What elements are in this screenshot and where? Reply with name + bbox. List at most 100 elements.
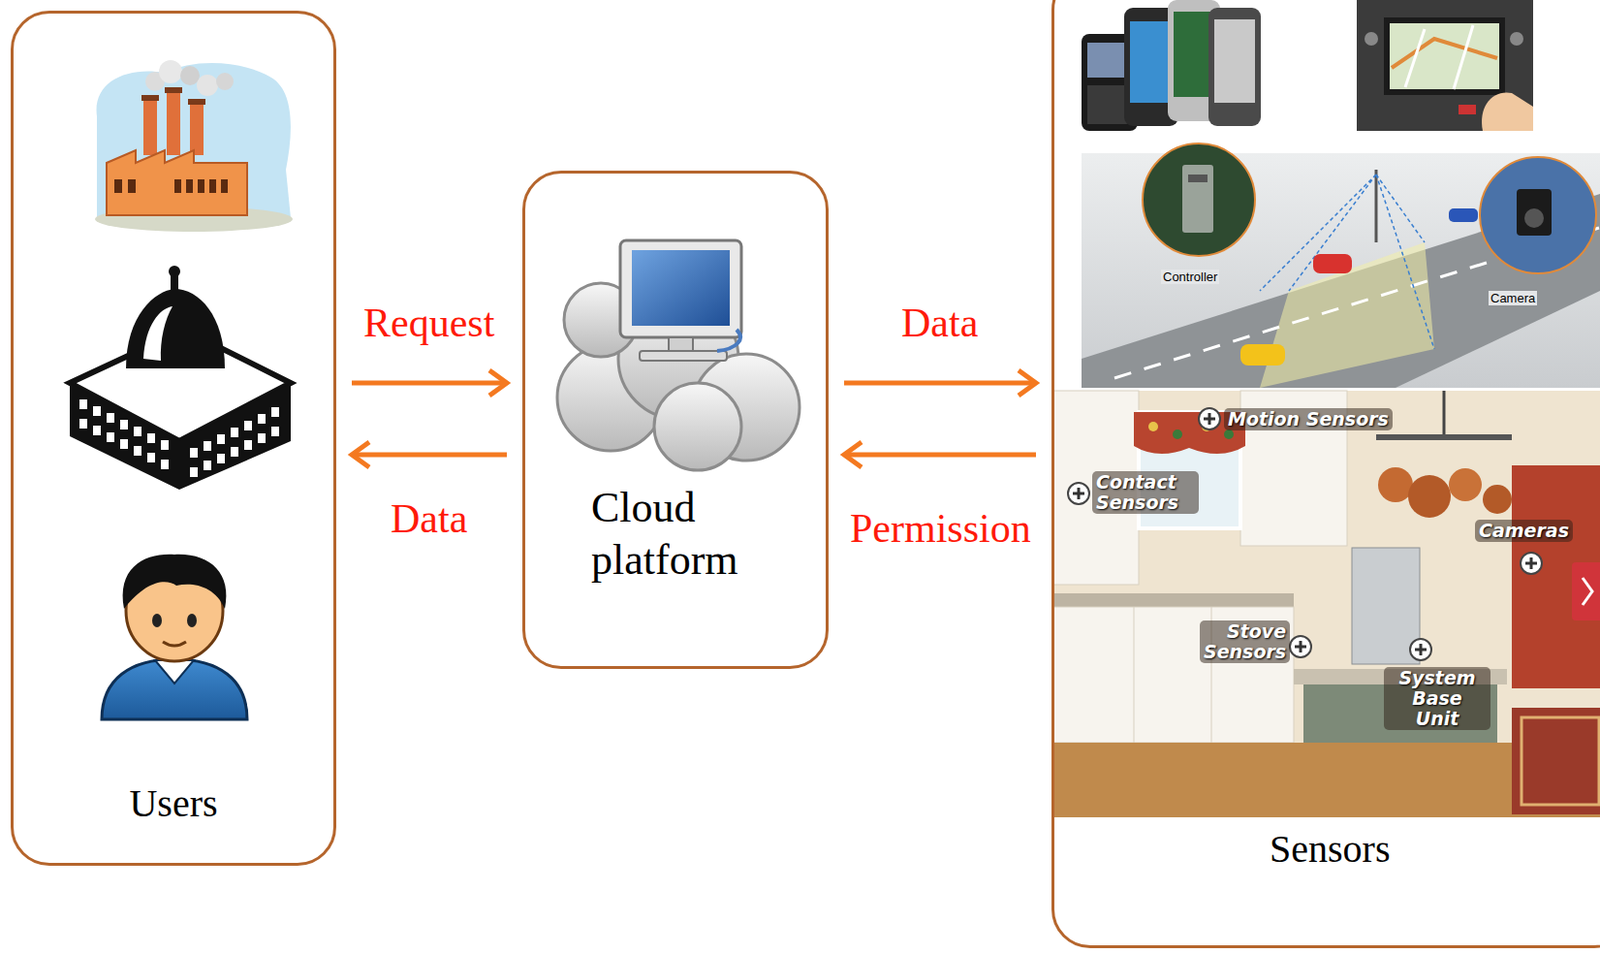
arrowhead	[489, 370, 507, 396]
callout-label: Cameras	[1474, 519, 1573, 542]
government-icon	[217, 434, 225, 444]
edge-label: Data	[386, 495, 471, 542]
car-navigation-picture	[1383, 17, 1506, 95]
road-sensor-picture	[1142, 143, 1255, 256]
kitchen-picture	[1072, 412, 1538, 656]
arrowhead	[844, 441, 862, 468]
cloud-computer-icon	[717, 329, 741, 351]
kitchen-picture	[1054, 390, 1600, 817]
kitchen-picture	[1443, 390, 1446, 437]
government-icon	[120, 419, 128, 430]
government-icon	[271, 407, 280, 417]
government-icon	[143, 306, 173, 361]
arrow-line	[351, 452, 507, 458]
kitchen-picture	[1525, 557, 1538, 569]
government-icon	[160, 439, 169, 450]
car-navigation-picture	[1364, 31, 1379, 46]
kitchen-picture	[1520, 552, 1542, 574]
kitchen-picture	[1133, 606, 1135, 743]
government-icon	[120, 439, 128, 449]
person-icon	[155, 659, 194, 684]
factory-icon	[186, 179, 193, 193]
road-sensor-picture	[1259, 242, 1435, 388]
arrowhead	[1018, 370, 1036, 396]
cloud-box: Cloud platform	[522, 170, 829, 669]
picture-callout: System Base Unit	[1383, 666, 1491, 730]
government-icon	[93, 406, 101, 416]
picture-callout: Motion Sensors	[1223, 407, 1393, 431]
factory-icon	[158, 60, 183, 84]
government-icon	[189, 467, 198, 477]
phones-picture	[1208, 7, 1261, 126]
factory-icon	[141, 94, 159, 101]
person-icon	[187, 613, 197, 628]
car-navigation-picture	[1391, 38, 1498, 68]
users-box: Users	[10, 10, 337, 866]
factory-icon	[127, 179, 136, 193]
phones-picture	[1214, 19, 1255, 103]
kitchen-picture	[1571, 562, 1600, 621]
factory-icon	[216, 72, 234, 91]
factory-icon	[220, 179, 228, 193]
kitchen-picture	[1223, 429, 1234, 440]
kitchen-picture	[1410, 638, 1432, 660]
flow-arrow	[844, 441, 1036, 468]
edge-label: Permission	[846, 504, 1036, 552]
government-icon	[133, 445, 142, 456]
government-icon	[244, 420, 252, 431]
factory-icon	[114, 179, 123, 193]
callout-label: Controller	[1160, 269, 1220, 284]
car-navigation-picture	[1389, 23, 1500, 90]
kitchen-picture	[1448, 468, 1482, 502]
cloud-computer-icon	[631, 250, 730, 326]
road-sensor-picture	[1081, 143, 1600, 388]
kitchen-picture	[1511, 465, 1600, 689]
arrow-line	[844, 380, 1036, 386]
node-label: Cloud platform	[591, 481, 785, 587]
phones-picture	[1081, 0, 1261, 131]
government-icon	[69, 382, 180, 490]
government-icon	[69, 265, 291, 490]
government-icon	[230, 446, 239, 457]
kitchen-picture	[1054, 593, 1294, 607]
person-icon	[123, 554, 227, 609]
picture-callout: Controller	[1160, 267, 1220, 285]
road-sensor-picture	[1240, 344, 1286, 366]
factory-icon	[94, 60, 293, 232]
government-icon	[257, 433, 266, 443]
factory-icon	[197, 179, 205, 193]
road-sensor-picture	[1516, 188, 1552, 236]
government-icon	[168, 265, 181, 278]
person-icon	[152, 613, 162, 628]
cloud-computer-icon	[620, 240, 742, 338]
factory-icon	[196, 74, 219, 96]
picture-callout: Contact Sensors	[1092, 470, 1199, 514]
kitchen-picture	[1408, 474, 1451, 518]
government-icon	[125, 288, 225, 369]
edge-label: Data	[897, 299, 982, 346]
government-icon	[244, 439, 252, 450]
cloud-computer-icon	[639, 350, 727, 361]
factory-icon	[174, 179, 182, 193]
cloud-computer-icon	[557, 240, 800, 471]
person-icon	[101, 554, 248, 720]
government-icon	[147, 452, 156, 463]
kitchen-picture	[1378, 467, 1413, 502]
callout-label: Stove Sensors	[1199, 620, 1290, 663]
factory-icon	[188, 98, 206, 105]
kitchen-picture	[1511, 707, 1600, 815]
kitchen-picture	[1072, 487, 1085, 500]
person-icon	[101, 658, 248, 720]
node-label: Users	[128, 777, 218, 830]
kitchen-picture	[1054, 606, 1294, 743]
factory-icon	[143, 96, 157, 156]
government-icon	[179, 382, 291, 490]
factory-icon	[189, 100, 204, 156]
road-sensor-picture	[1524, 208, 1544, 228]
picture-callout: Camera	[1488, 288, 1538, 307]
factory-icon	[106, 150, 248, 216]
government-icon	[160, 459, 169, 470]
